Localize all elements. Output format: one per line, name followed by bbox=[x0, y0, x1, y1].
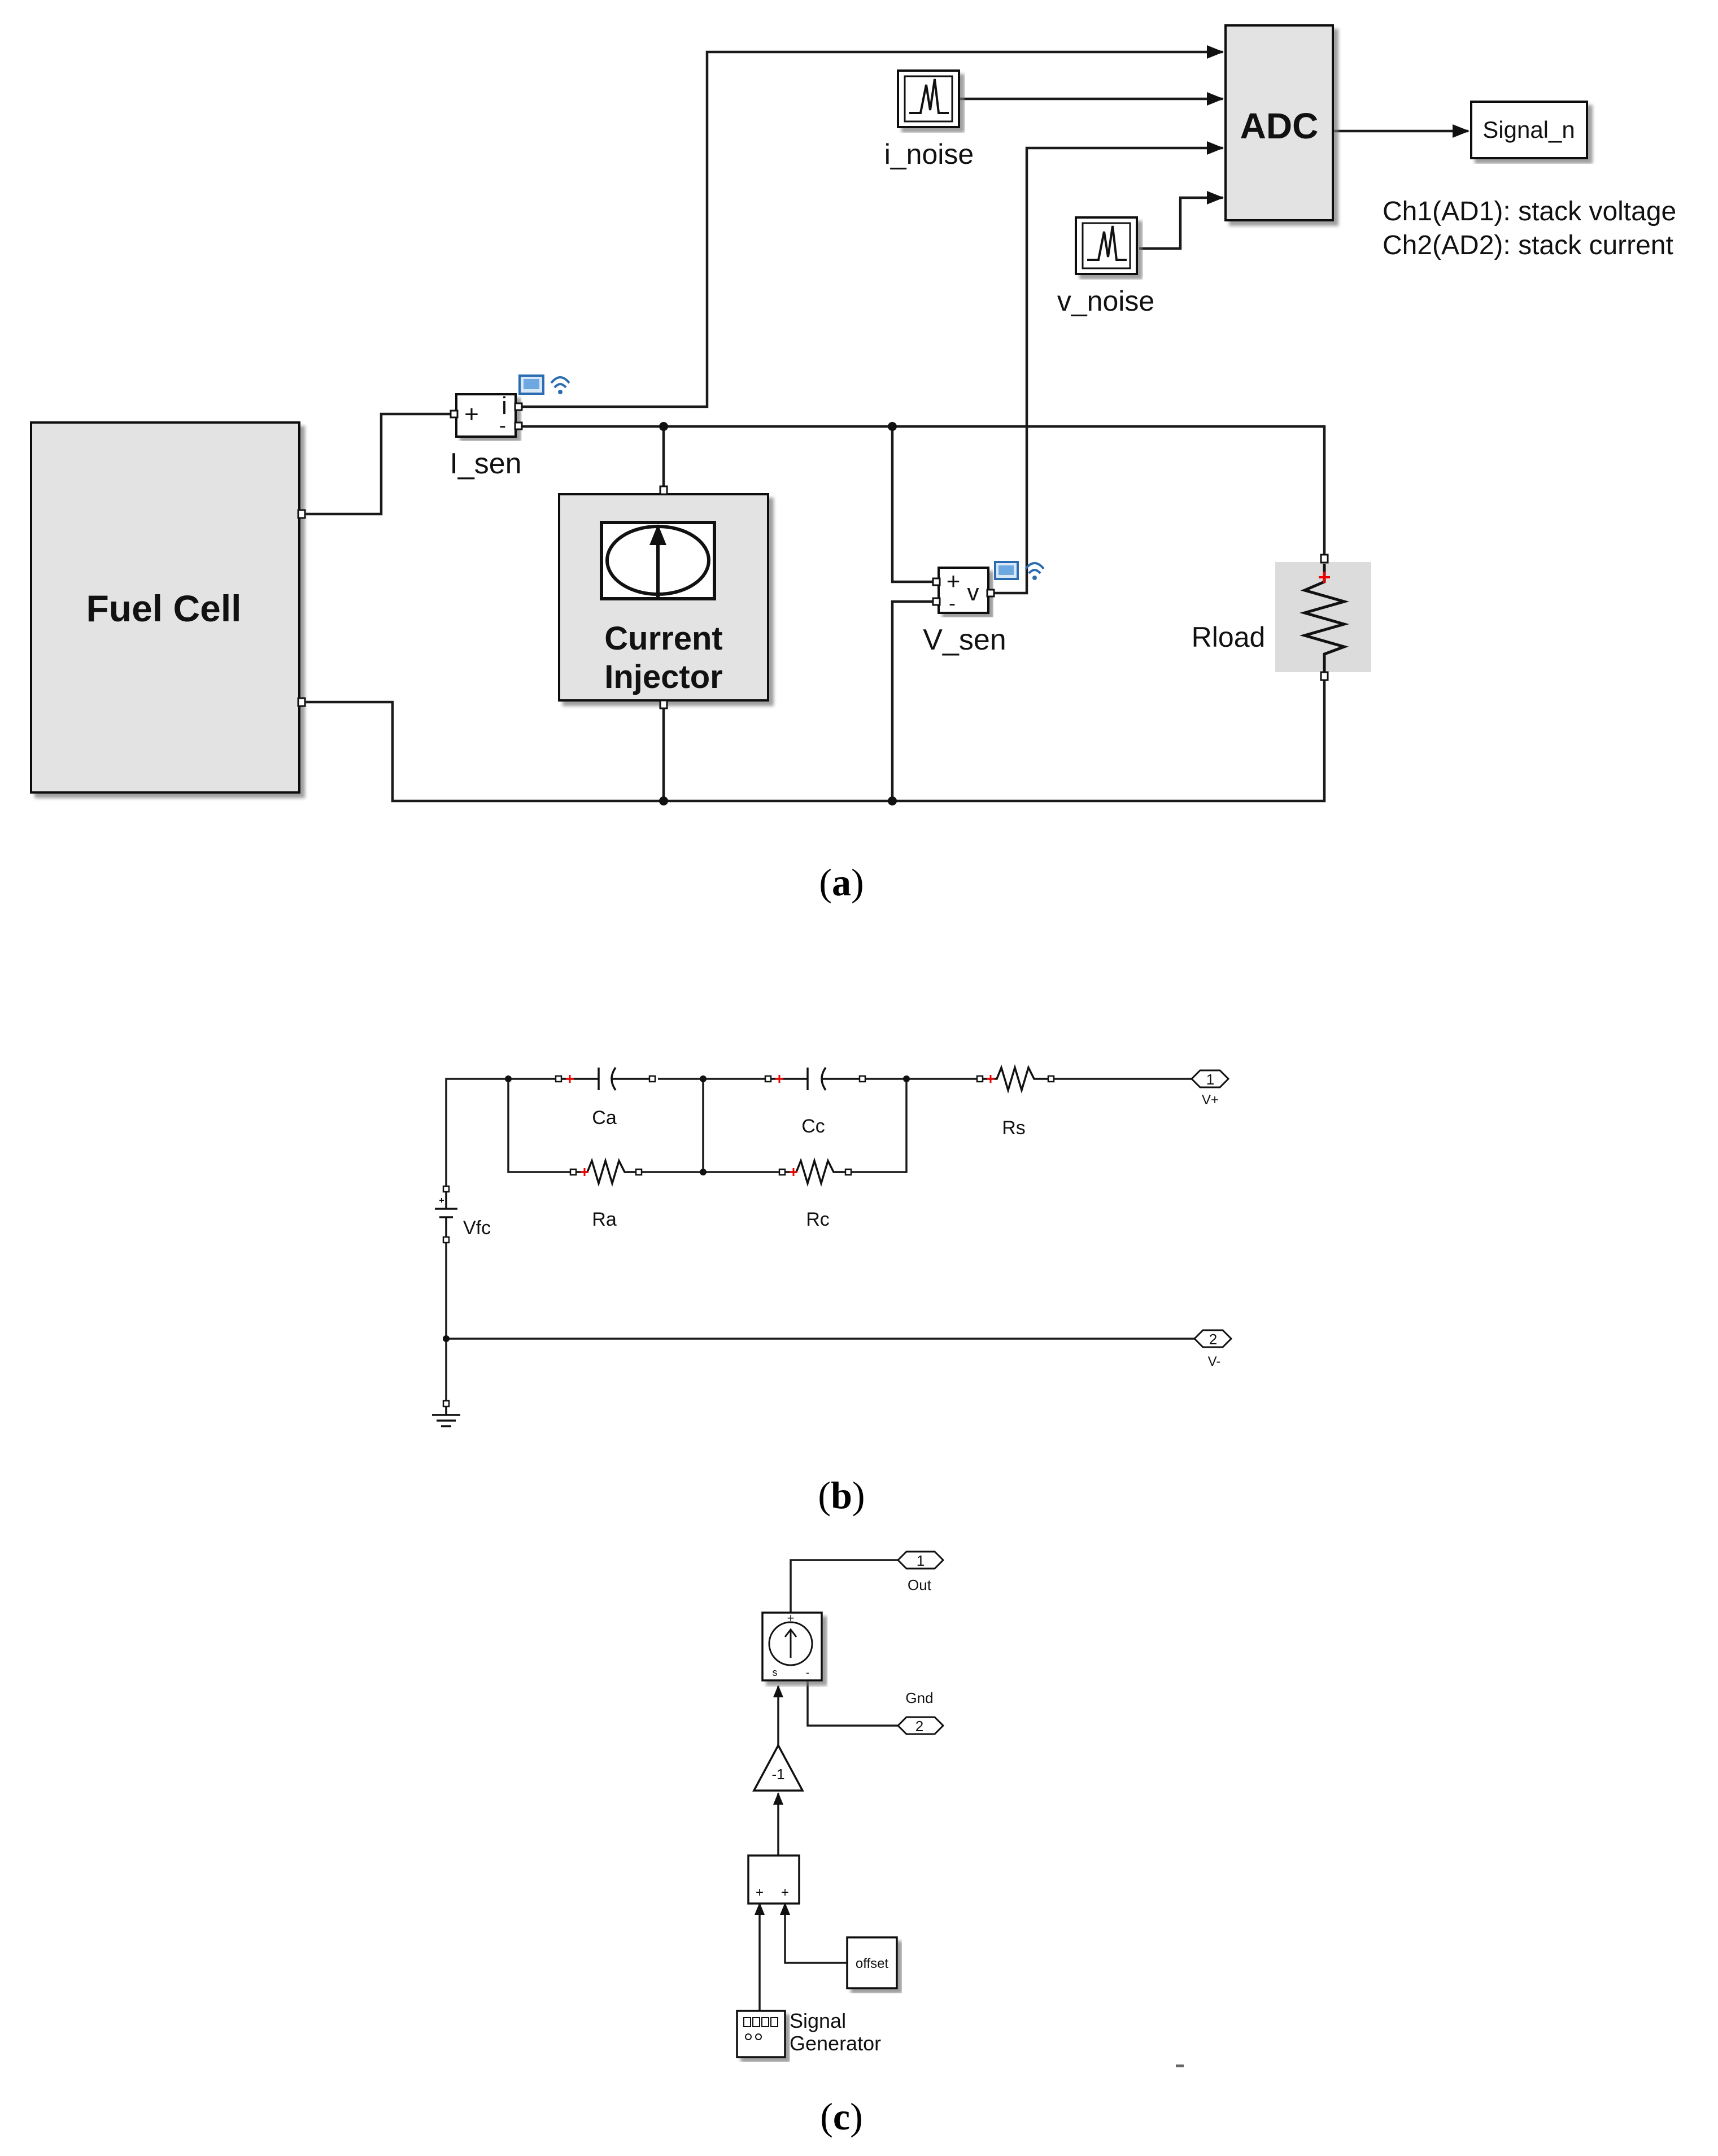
v-noise-label: v_noise bbox=[1057, 285, 1154, 317]
dc-source-vfc[interactable]: Vfc bbox=[435, 1185, 491, 1244]
port-gnd[interactable]: 2 Gnd bbox=[896, 1689, 945, 1735]
current-sensor-block[interactable]: + i - I_sen bbox=[450, 392, 523, 480]
panel-b: Ca Cc Ra Rc bbox=[432, 1064, 1233, 1517]
rc-label: Rc bbox=[806, 1209, 830, 1230]
sum-plus-1: + bbox=[756, 1885, 764, 1900]
port-v-plus[interactable]: 1 V+ bbox=[1190, 1069, 1230, 1108]
sum-plus-2: + bbox=[781, 1885, 789, 1900]
ground-icon bbox=[432, 1400, 460, 1427]
port-v-minus-name: V- bbox=[1208, 1354, 1221, 1369]
load-resistor-block[interactable]: Rload bbox=[1192, 554, 1371, 681]
port-out-name: Out bbox=[908, 1576, 932, 1593]
caption-a-open: ( bbox=[819, 861, 832, 904]
current-injector-block[interactable]: Current Injector bbox=[558, 485, 769, 709]
caption-c-letter: c bbox=[833, 2095, 850, 2138]
source-plus: + bbox=[787, 1611, 795, 1625]
offset-block[interactable]: offset bbox=[846, 1936, 898, 1989]
controlled-current-source[interactable]: + s - bbox=[761, 1611, 823, 1682]
signal-generator-label-2: Generator bbox=[790, 2032, 881, 2055]
resistor-rc[interactable]: Rc bbox=[778, 1157, 852, 1230]
port-v-plus-name: V+ bbox=[1202, 1092, 1219, 1108]
i-noise-label: i_noise bbox=[884, 138, 974, 170]
v-sen-plus: + bbox=[947, 568, 961, 594]
gain-value: -1 bbox=[771, 1766, 784, 1783]
ca-label: Ca bbox=[592, 1107, 617, 1129]
ra-label: Ra bbox=[592, 1209, 617, 1230]
caption-c-close: ) bbox=[850, 2095, 863, 2138]
caption-b-letter: b bbox=[831, 1474, 852, 1517]
caption-c-open: ( bbox=[820, 2095, 833, 2138]
adc-note-line1: Ch1(AD1): stack voltage bbox=[1383, 197, 1676, 227]
fuel-cell-label: Fuel Cell bbox=[86, 587, 241, 629]
i-sen-minus: - bbox=[499, 413, 506, 437]
i-sen-i: i bbox=[502, 392, 507, 420]
fuel-cell-block[interactable]: Fuel Cell bbox=[30, 421, 306, 794]
rload-label: Rload bbox=[1192, 621, 1266, 653]
signal-generator-block[interactable]: Signal Generator bbox=[736, 2009, 881, 2058]
caption-b-close: ) bbox=[852, 1474, 865, 1517]
port-gnd-name: Gnd bbox=[905, 1689, 933, 1706]
source-minus: - bbox=[806, 1667, 809, 1678]
adc-block[interactable]: ADC bbox=[1224, 24, 1334, 221]
v-noise-block[interactable]: v_noise bbox=[1057, 216, 1154, 317]
port-v-minus-number: 2 bbox=[1209, 1331, 1217, 1348]
cc-label: Cc bbox=[801, 1116, 825, 1137]
caption-a-letter: a bbox=[832, 861, 851, 904]
vfc-label: Vfc bbox=[463, 1217, 491, 1239]
voltage-sensor-block[interactable]: + v - V_sen bbox=[923, 567, 1006, 656]
caption-b-open: ( bbox=[818, 1474, 831, 1517]
i-noise-block[interactable]: i_noise bbox=[884, 69, 974, 170]
v-sen-minus: - bbox=[949, 591, 956, 615]
adc-label: ADC bbox=[1240, 106, 1319, 146]
v-sen-v: v bbox=[967, 579, 979, 606]
i-sen-plus: + bbox=[464, 400, 479, 428]
panel-a: Fuel Cell + i - I_sen bbox=[30, 24, 1676, 904]
v-sen-signal-icon bbox=[994, 561, 1045, 580]
caption-a-close: ) bbox=[851, 861, 864, 904]
port-v-minus[interactable]: 2 V- bbox=[1193, 1329, 1233, 1369]
v-sen-label: V_sen bbox=[923, 624, 1006, 656]
signal-out-label: Signal_n bbox=[1482, 116, 1575, 143]
port-out[interactable]: 1 Out bbox=[896, 1550, 945, 1593]
current-injector-label-2: Injector bbox=[604, 659, 723, 695]
sum-block[interactable]: + + bbox=[747, 1854, 800, 1905]
panel-a-wires bbox=[302, 45, 1470, 803]
resistor-rs[interactable]: Rs bbox=[976, 1064, 1055, 1139]
capacitor-cc[interactable]: Cc bbox=[764, 1066, 866, 1137]
port-gnd-number: 2 bbox=[915, 1718, 923, 1735]
rs-label: Rs bbox=[1002, 1117, 1026, 1139]
i-sen-signal-icon bbox=[518, 374, 570, 395]
panel-c: + s - 1 Out 2 Gnd -1 + + bbox=[736, 1550, 1184, 2138]
caption-b: (b) bbox=[818, 1474, 865, 1517]
signal-out-block[interactable]: Signal_n bbox=[1470, 101, 1588, 159]
adc-note-line2: Ch2(AD2): stack current bbox=[1383, 230, 1673, 260]
stray-mark bbox=[1176, 2064, 1184, 2067]
panel-a-junctions bbox=[659, 422, 897, 805]
source-s: s bbox=[773, 1667, 778, 1678]
port-v-plus-number: 1 bbox=[1206, 1071, 1214, 1088]
panel-b-wires bbox=[445, 1078, 1197, 1406]
offset-label: offset bbox=[856, 1956, 889, 1971]
capacitor-ca[interactable]: Ca bbox=[555, 1066, 656, 1129]
caption-a: (a) bbox=[819, 861, 864, 904]
gain-block[interactable]: -1 bbox=[752, 1743, 804, 1792]
resistor-ra[interactable]: Ra bbox=[569, 1157, 643, 1230]
signal-generator-label-1: Signal bbox=[790, 2009, 846, 2032]
current-injector-label-1: Current bbox=[604, 620, 722, 657]
port-out-number: 1 bbox=[917, 1552, 925, 1569]
panel-b-junctions bbox=[443, 1075, 910, 1342]
i-sen-label: I_sen bbox=[450, 447, 521, 480]
caption-c: (c) bbox=[820, 2095, 863, 2138]
